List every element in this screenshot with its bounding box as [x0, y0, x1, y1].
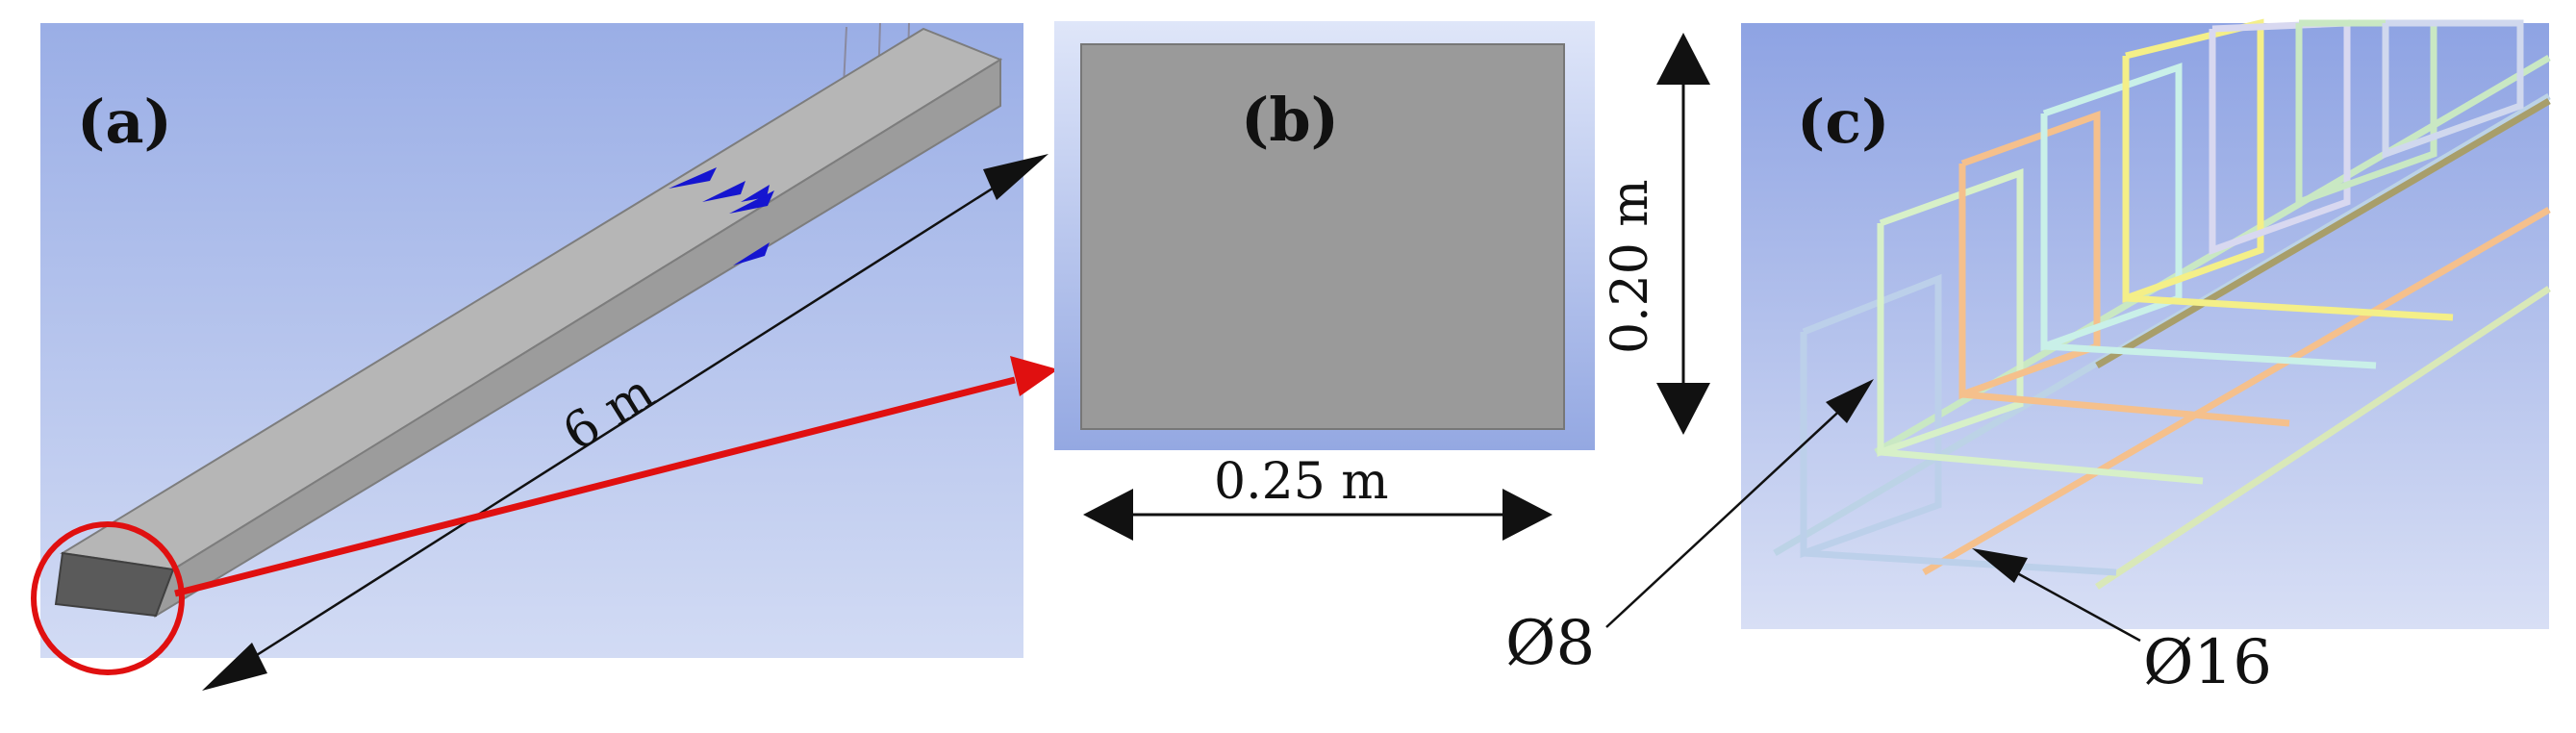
width-label: 0.25 m	[1214, 453, 1389, 511]
panel-b: (b)	[1054, 21, 1595, 450]
stirrup	[1800, 273, 1942, 558]
arrowhead-icon	[1826, 379, 1874, 423]
cross-section-highlight-circle	[31, 521, 185, 675]
arrowhead-icon	[1656, 383, 1710, 435]
blue-cone-arrow-icon	[702, 181, 745, 202]
blue-cone-arrow-icon	[669, 167, 717, 189]
stirrup-diameter-label: Ø8	[1505, 608, 1595, 679]
stirrup	[2382, 19, 2524, 159]
arrowhead-icon	[1083, 489, 1133, 541]
zoom-arrows	[174, 356, 1058, 597]
panel-c: (c)	[1741, 18, 2551, 629]
panel-c-label: (c)	[1797, 87, 1889, 157]
height-dimension: 0.20 m	[1602, 33, 1710, 435]
longitudinal-callout: Ø16	[1972, 548, 2272, 698]
panel-a: (a)	[31, 22, 1023, 675]
blue-cone-arrow-icon	[741, 185, 770, 202]
width-dimension: 0.25 m	[1083, 453, 1553, 541]
longitudinal-diameter-label: Ø16	[2143, 627, 2272, 698]
panel-a-label: (a)	[77, 87, 172, 157]
blue-cone-arrow-icon	[733, 242, 770, 265]
panel-b-label: (b)	[1241, 85, 1339, 155]
red-arrowhead-icon	[1010, 356, 1058, 396]
stirrup	[1877, 168, 2024, 457]
arrowhead-icon	[983, 154, 1048, 200]
beam-cross-section	[1080, 43, 1565, 430]
stirrup-callout: Ø8	[1505, 379, 1874, 679]
rebar-cage	[1773, 18, 2551, 590]
arrowhead-icon	[202, 643, 267, 691]
arrowhead-icon	[1656, 33, 1710, 85]
load-arrows	[669, 167, 774, 265]
height-label: 0.20 m	[1602, 179, 1659, 354]
arrowhead-icon	[1503, 489, 1553, 541]
arrowhead-icon	[1972, 548, 2028, 583]
beam-end-face	[54, 551, 175, 618]
